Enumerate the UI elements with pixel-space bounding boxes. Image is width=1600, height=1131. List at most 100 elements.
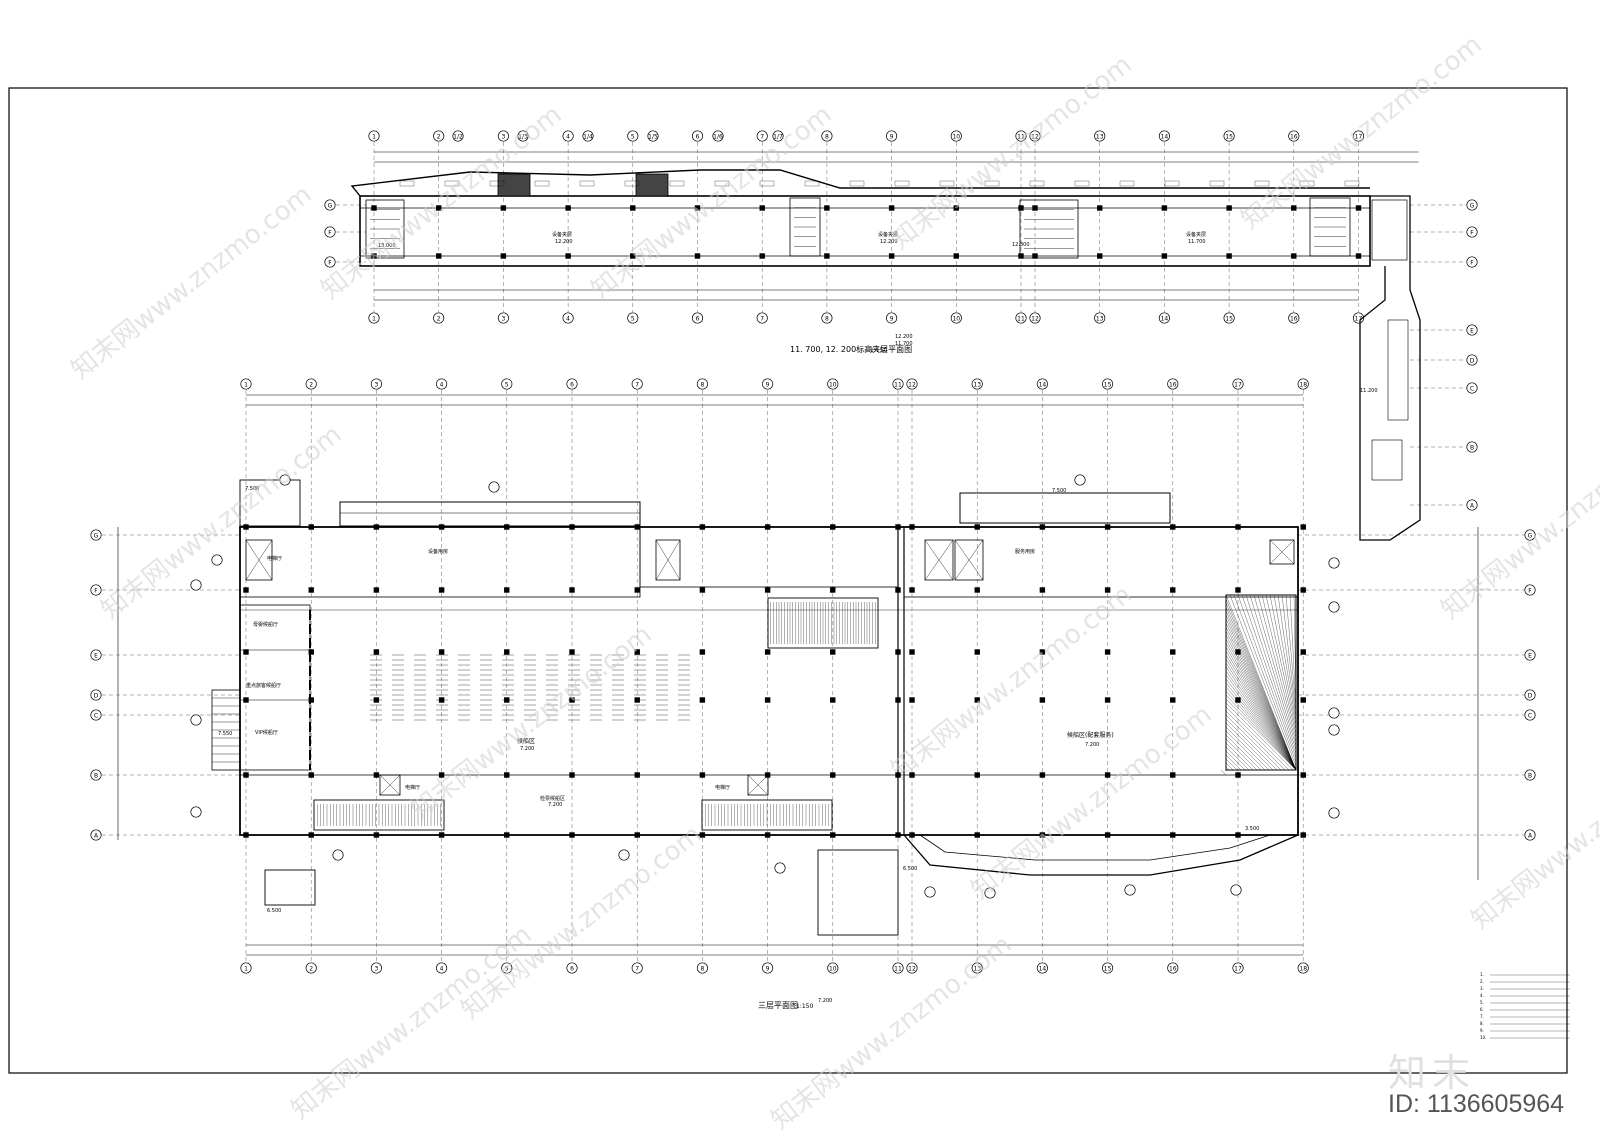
hatch-line [1225,750,1246,771]
structural-column [634,772,640,778]
structural-column [1300,524,1306,530]
hatch-line [1225,674,1297,771]
axis-bubble-top-8 [821,130,833,142]
axis-bubble-bottom-5 [501,962,513,974]
structural-column [1096,205,1103,211]
row-axis-bubble-right-E-label: E [1528,652,1532,659]
structural-column [308,587,314,593]
hatch-line [1225,666,1297,771]
hatch-line [1225,606,1297,771]
axis-bubble-bottom-1 [240,962,252,974]
axis-bubble-bottom-8-label: 8 [700,965,704,972]
elevator-cross [245,539,273,581]
hatch-line [1225,714,1282,771]
axis-bubble-top-8-label: 8 [700,381,704,388]
structural-column [634,832,640,838]
structural-column [953,253,959,259]
axis-bubble-bottom-10-label: 10 [952,315,960,322]
axis-bubble-top-14 [1158,130,1170,142]
reference-tag [1328,707,1340,719]
hatch-line [1285,594,1297,711]
axis-bubble-bottom-4 [562,312,574,324]
structural-column [373,832,380,838]
axis-bubble-bottom-18 [1297,962,1309,974]
structural-column [373,697,380,703]
elevator-hall-2: 电梯厅 [405,784,420,791]
structural-column [1039,772,1046,778]
ramp-elev-1: 6.500 [267,908,281,914]
hatch-line [1293,594,1297,703]
structural-column [569,649,575,655]
structural-column [504,524,510,530]
brand-logo: 知末 [1388,1051,1477,1095]
service-band-left [239,526,641,598]
structural-column [1032,205,1038,211]
mother-baby-room: 母婴候船厅 [253,621,278,628]
axis-bubble-top-11-label: 11 [894,381,902,388]
hatch-line [1225,622,1297,771]
watermark-text: 知末网www.znzmo.com [66,180,318,386]
axis-bubble-top-6-label: 6 [570,381,574,388]
stair-core [1309,197,1351,257]
row-axis-bubble-left-F [324,226,336,238]
reference-tag [1230,884,1242,896]
axis-bubble-top-13 [971,378,983,390]
row-axis-bubble-right-F [1524,584,1536,596]
bottom-ramp-mid [817,849,899,936]
structural-column [438,587,445,593]
axis-bubble-top-6-label: 6 [696,133,700,140]
structural-column [909,772,915,778]
window-tag [489,180,505,187]
reference-tag [488,481,500,493]
left-elev: 7.550 [218,731,232,737]
axis-bubble-bottom-11-label: 11 [1017,315,1025,322]
watermark-text: 知末网www.znzmo.com [766,930,1018,1131]
row-axis-bubble-right-A [1524,829,1536,841]
axis-bubble-top-9 [762,378,774,390]
equip-floor-elev-2: 12.200 [880,239,898,245]
structural-column [1104,524,1111,530]
axis-bubble-top-17-label: 17 [1355,133,1363,140]
axis-bubble-bottom-6 [691,312,704,324]
reference-tag [190,806,202,818]
structural-column [1104,832,1111,838]
hatch-line [1225,682,1297,771]
upper-plan-scale: 1:150 [870,347,887,354]
structural-column [824,253,830,259]
hatch-line [1225,726,1270,771]
hatch-line [1225,602,1297,771]
reference-tag [332,849,344,861]
structural-column [1235,697,1241,703]
elevator-shaft [655,539,681,581]
note-item: 7. [1480,1014,1484,1019]
row-axis-bubble-right-F-label: F [1528,587,1532,594]
upper-plan-title: 11. 700, 12. 200标高夹层平面图 [790,344,912,354]
window-tag [1209,180,1225,187]
axis-bubble-bottom-17 [1352,312,1365,324]
structural-column [1235,772,1241,778]
window-tag [669,180,685,187]
elev-mark-4: 13.000 [378,243,396,249]
axis-bubble-top-13-label: 13 [973,381,981,388]
waiting-right-label: 候船区(配套服务) [1067,731,1114,739]
axis-bubble-top-5 [501,378,513,390]
axis-bubble-bottom-7 [756,312,768,324]
hatch-line [1233,594,1297,763]
top-bridge [959,492,1171,524]
window-tag [534,180,550,187]
row-axis-bubble-right-G-label: G [1470,202,1475,209]
axis-bubble-top-16-label: 16 [1290,133,1298,140]
axis-bubble-top-7-label: 7 [760,133,764,140]
hatch-line [1224,769,1227,772]
window-tag [624,180,640,187]
row-axis-bubble-right-D [1524,689,1536,701]
row-axis-bubble-right-C [1466,382,1478,394]
axis-bubble-top-10-label: 10 [829,381,837,388]
structural-column [895,832,901,838]
lower-plan-title: 三层平面图 [758,1001,798,1010]
structural-column [830,832,836,838]
window-tag [759,180,775,187]
structural-column [243,697,249,703]
axis-bubble-top-7 [631,378,643,390]
axis-bubble-bottom-15-label: 15 [1104,965,1112,972]
